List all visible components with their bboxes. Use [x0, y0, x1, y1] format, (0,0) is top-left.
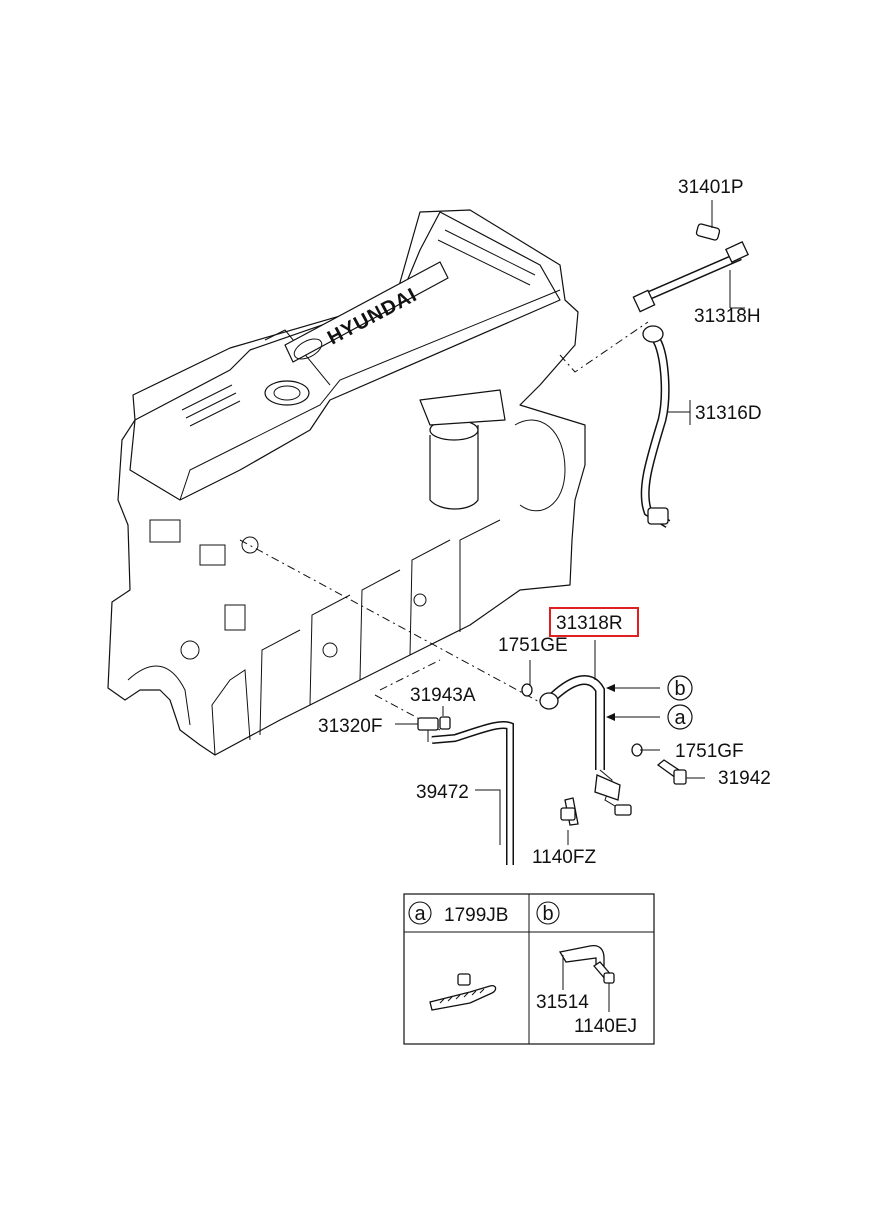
- bolt-31942: [656, 759, 687, 785]
- part-label-31316D[interactable]: 31316D: [695, 403, 762, 424]
- part-label-39472[interactable]: 39472: [416, 782, 469, 803]
- plug-31943A: [439, 716, 451, 730]
- callout-b-label: b: [674, 678, 685, 700]
- legend-a-part[interactable]: 1799JB: [444, 905, 508, 926]
- valve-31401P: [695, 218, 721, 241]
- bolt-1140FZ: [560, 797, 579, 826]
- oring-1751GE: [521, 683, 533, 697]
- legend-b-marker: b: [542, 903, 553, 925]
- tube-39472: [431, 721, 514, 865]
- legend-cell-b: b 31514 1140EJ: [536, 901, 637, 1037]
- legend-a-marker: a: [414, 903, 426, 925]
- callout-a-label: a: [674, 707, 686, 729]
- part-labels: 31401P 31318H 31316D 31318R 1751GE 31943…: [318, 177, 771, 868]
- cable-tie-icon: [429, 973, 497, 1011]
- legend-cell-a: a 1799JB: [408, 901, 508, 1011]
- part-label-1751GE[interactable]: 1751GE: [498, 635, 568, 656]
- hose-31316D: [640, 325, 671, 528]
- part-label-1751GF[interactable]: 1751GF: [675, 741, 744, 762]
- hose-31318R: [539, 675, 632, 816]
- clip-bracket-icon: [558, 944, 615, 1012]
- legend-b-part-31514[interactable]: 31514: [536, 992, 589, 1013]
- highlight-box-31318R: [549, 607, 639, 637]
- callout-a: a: [667, 704, 693, 730]
- part-label-31320F[interactable]: 31320F: [318, 716, 382, 737]
- part-label-1140FZ[interactable]: 1140FZ: [532, 847, 596, 868]
- part-label-31318R[interactable]: 31318R: [556, 613, 623, 634]
- hose-31318H: [632, 240, 749, 313]
- part-label-31401P[interactable]: 31401P: [678, 177, 744, 198]
- part-label-31942[interactable]: 31942: [718, 768, 771, 789]
- engine-block: HYUNDAI: [107, 209, 586, 756]
- legend-table: a 1799JB b 31514 1140EJ: [403, 893, 655, 1045]
- part-label-31318H[interactable]: 31318H: [694, 306, 761, 327]
- legend-b-part-1140EJ[interactable]: 1140EJ: [574, 1016, 637, 1037]
- leader-lines: [395, 200, 745, 845]
- part-label-31943A[interactable]: 31943A: [410, 685, 476, 706]
- callout-b: b: [667, 675, 693, 701]
